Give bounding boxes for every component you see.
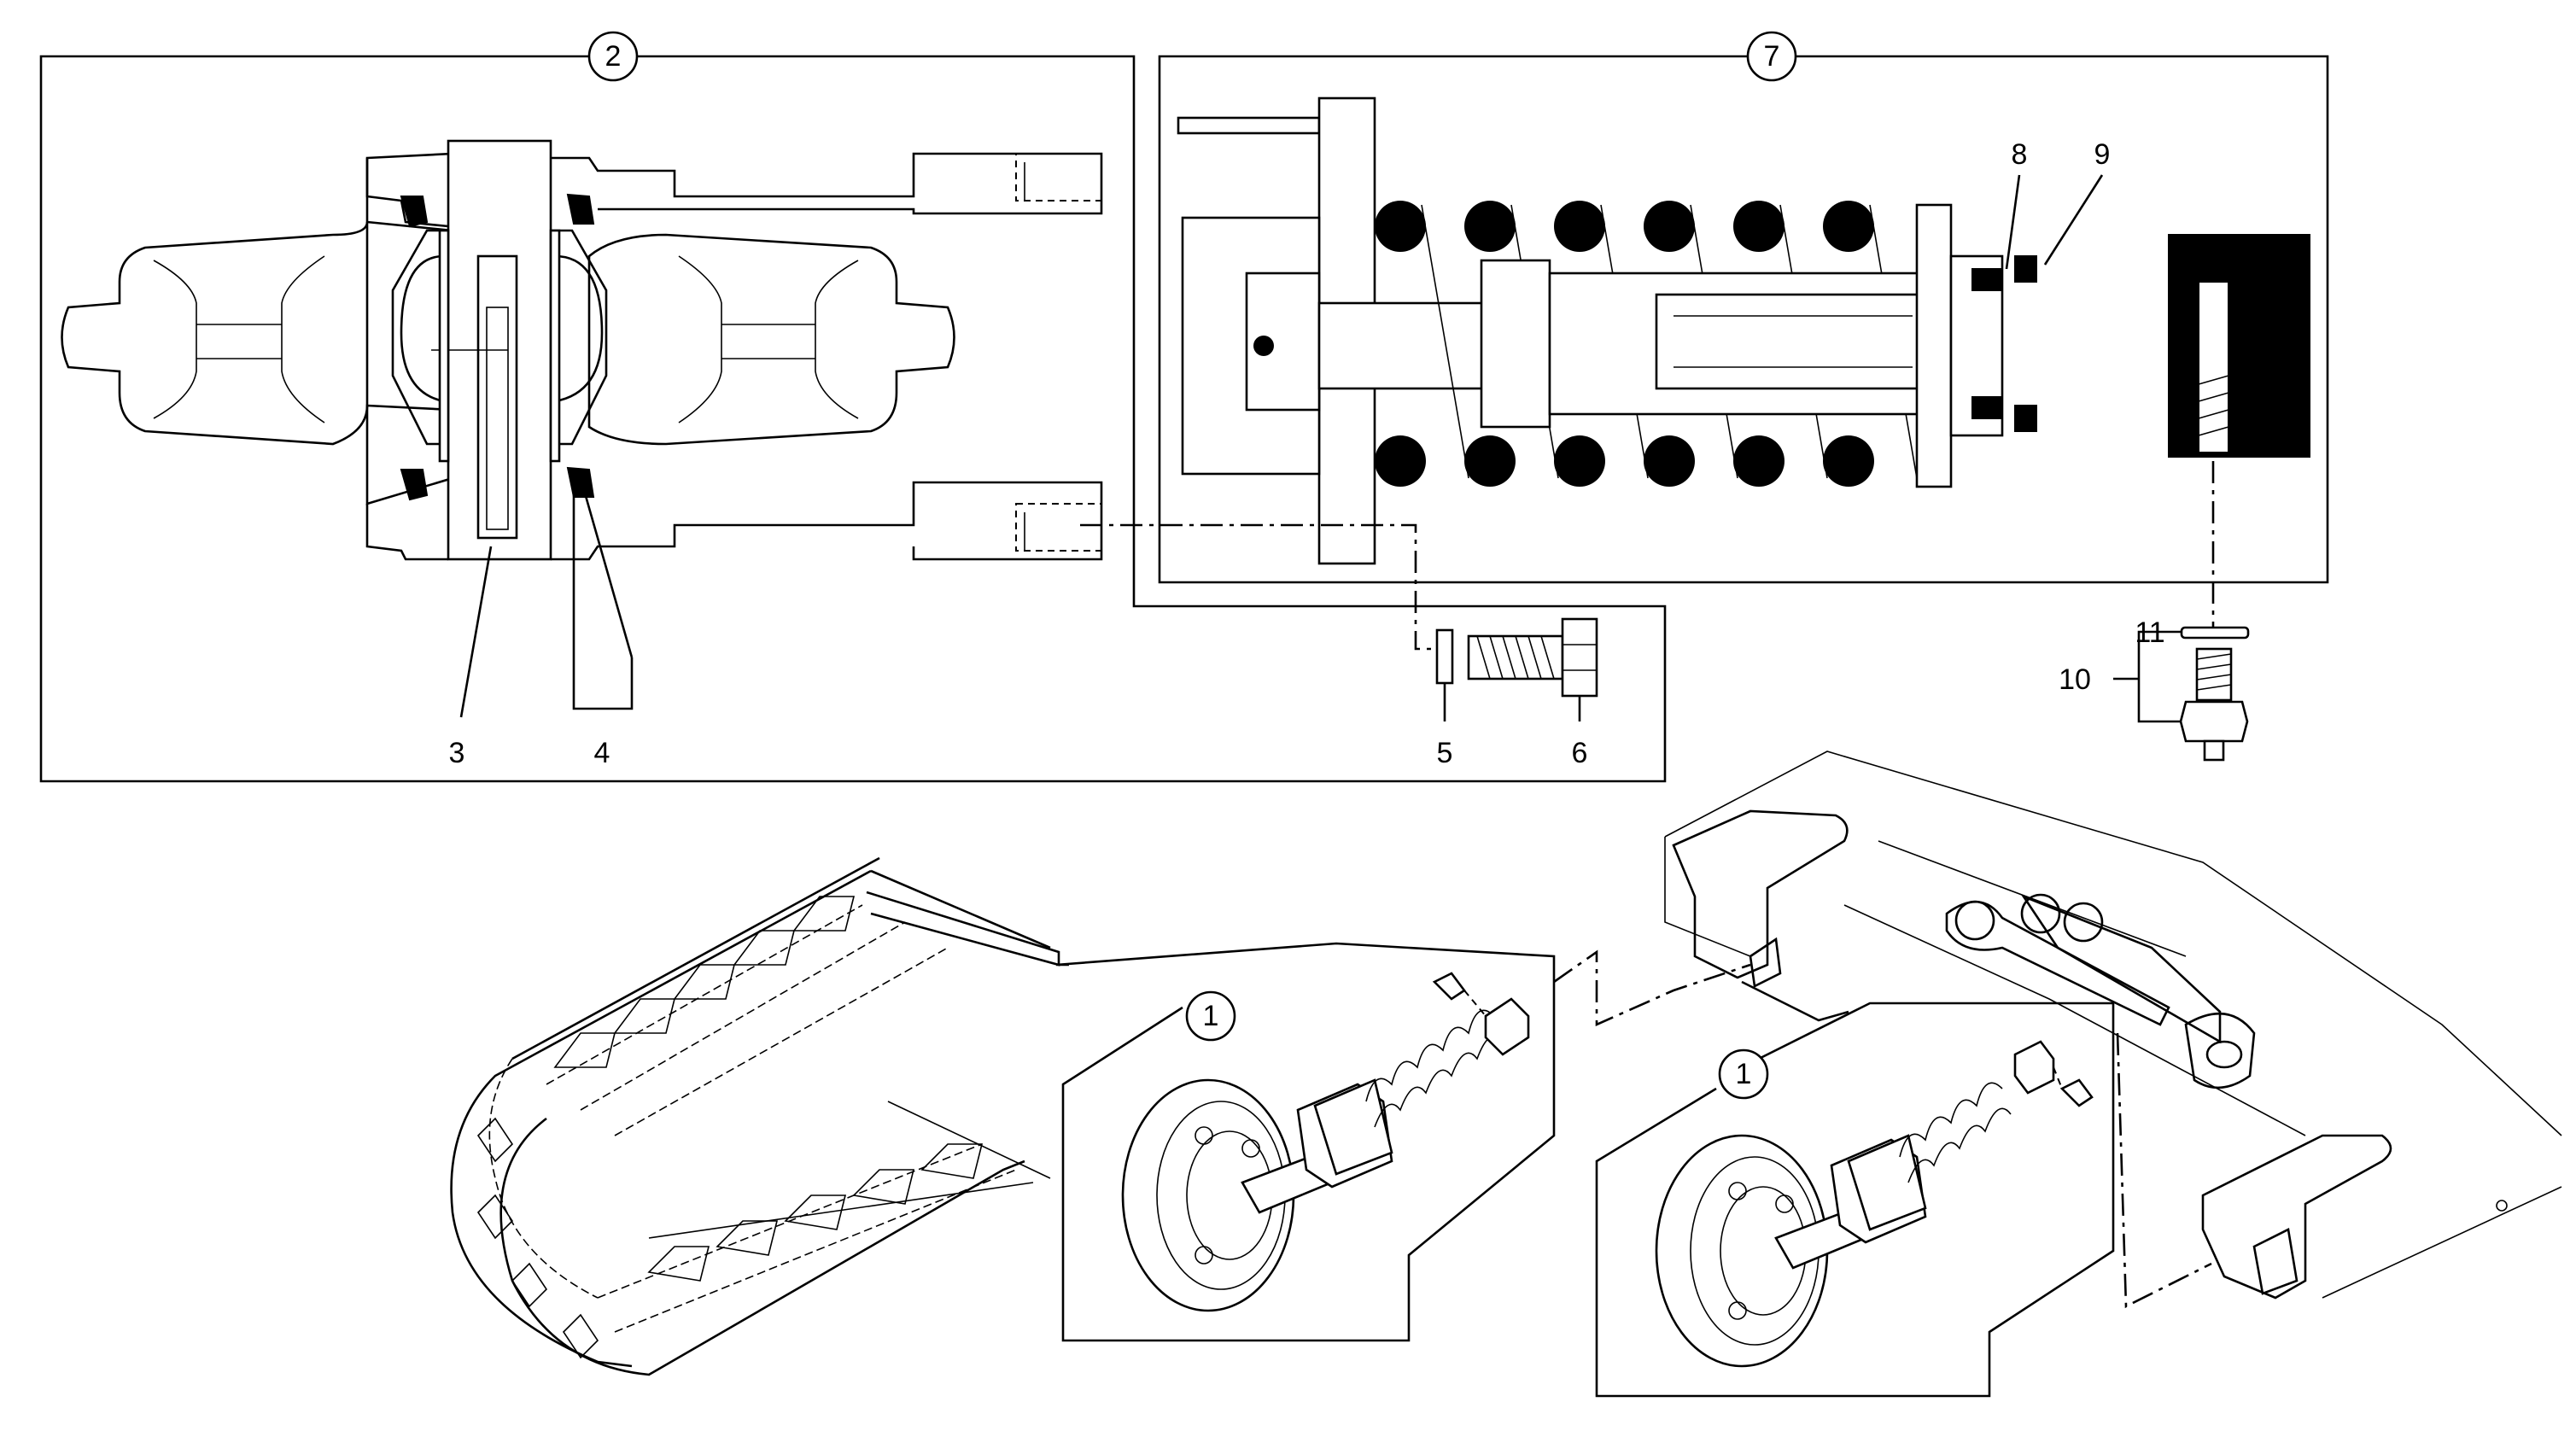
tension-spring-assembly <box>1177 96 2310 565</box>
detail-frame-7 <box>1158 55 2329 584</box>
undercarriage-frame <box>1664 751 2562 1300</box>
detail-frame-1-left <box>1055 942 1556 1342</box>
leader-lines-10-11 <box>2113 630 2182 723</box>
callout-7-label: 7 <box>1764 40 1780 73</box>
washer-part-5 <box>1435 628 1454 685</box>
callout-1-left-label: 1 <box>1203 1000 1219 1032</box>
detail-frame-1-right <box>1595 1002 2115 1398</box>
callout-1-right-label: 1 <box>1736 1058 1752 1090</box>
callout-circle-2: 2 <box>587 31 639 82</box>
part-label-6: 6 <box>1572 737 1588 769</box>
centerline-idler-right-to-frame <box>2116 1032 2212 1309</box>
part-label-4: 4 <box>594 737 610 769</box>
callout-circle-1-left: 1 <box>1185 990 1236 1042</box>
bolt-part-6 <box>1467 617 1598 698</box>
callout-circle-7: 7 <box>1746 31 1797 82</box>
centerline-idler-left-to-frame <box>1553 949 1751 1027</box>
callout-2-label: 2 <box>605 40 622 73</box>
part-label-10: 10 <box>2059 663 2091 696</box>
detail-frame-2 <box>39 55 1667 783</box>
callout-circle-1-right: 1 <box>1718 1048 1769 1100</box>
part-label-5: 5 <box>1437 737 1453 769</box>
part-label-8: 8 <box>2012 138 2028 171</box>
idler-assembly-right <box>1655 1040 2094 1368</box>
rubber-track <box>450 856 1060 1376</box>
grease-valve-part-10 <box>2179 626 2250 762</box>
part-label-11: 11 <box>2135 616 2164 649</box>
part-label-3: 3 <box>449 737 465 769</box>
part-label-9: 9 <box>2094 138 2111 171</box>
leader-lines-8-9 <box>2005 174 2104 270</box>
leader-lines-5-6 <box>1443 683 1581 721</box>
idler-wheel-cross-section <box>61 139 1103 561</box>
leader-lines-3-4 <box>459 477 634 718</box>
idler-assembly-left <box>1121 972 1530 1312</box>
